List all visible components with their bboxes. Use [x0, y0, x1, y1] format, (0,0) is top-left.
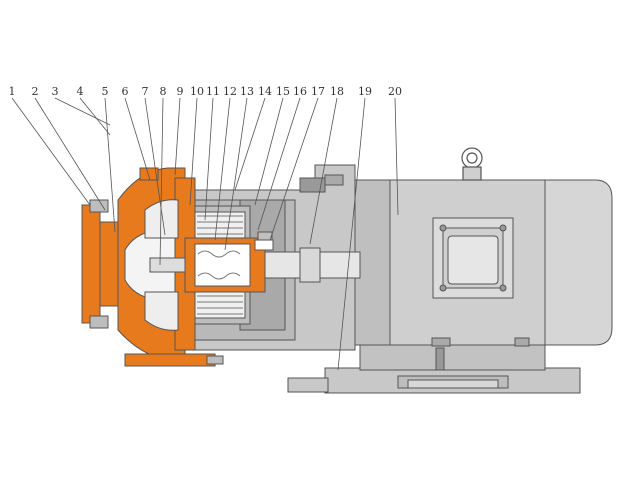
- callout-6: 6: [122, 85, 129, 98]
- callout-9: 9: [177, 85, 184, 98]
- callout-16: 16: [293, 85, 307, 98]
- callout-4: 4: [77, 85, 84, 98]
- callout-12: 12: [223, 85, 237, 98]
- callout-13: 13: [240, 85, 254, 98]
- base-frame: [287, 367, 581, 394]
- callout-1: 1: [9, 85, 16, 98]
- callout-8: 8: [160, 85, 167, 98]
- callout-7: 7: [142, 85, 149, 98]
- isolation-sleeve: [184, 231, 274, 293]
- callout-20: 20: [388, 85, 402, 98]
- callout-11: 11: [206, 85, 220, 98]
- lifting-eye-bolt: [461, 147, 483, 181]
- callout-18: 18: [330, 85, 344, 98]
- callout-10: 10: [190, 85, 204, 98]
- drive-shaft: [249, 247, 361, 283]
- callout-5: 5: [102, 85, 109, 98]
- callout-2: 2: [32, 85, 39, 98]
- callout-leaders: [11, 97, 399, 371]
- callout-15: 15: [276, 85, 290, 98]
- flange-bolts: [89, 199, 224, 365]
- callout-3: 3: [52, 85, 59, 98]
- callout-17: 17: [311, 85, 325, 98]
- motor: [354, 179, 613, 371]
- callout-14: 14: [258, 85, 272, 98]
- impeller: [124, 199, 211, 331]
- callout-19: 19: [358, 85, 372, 98]
